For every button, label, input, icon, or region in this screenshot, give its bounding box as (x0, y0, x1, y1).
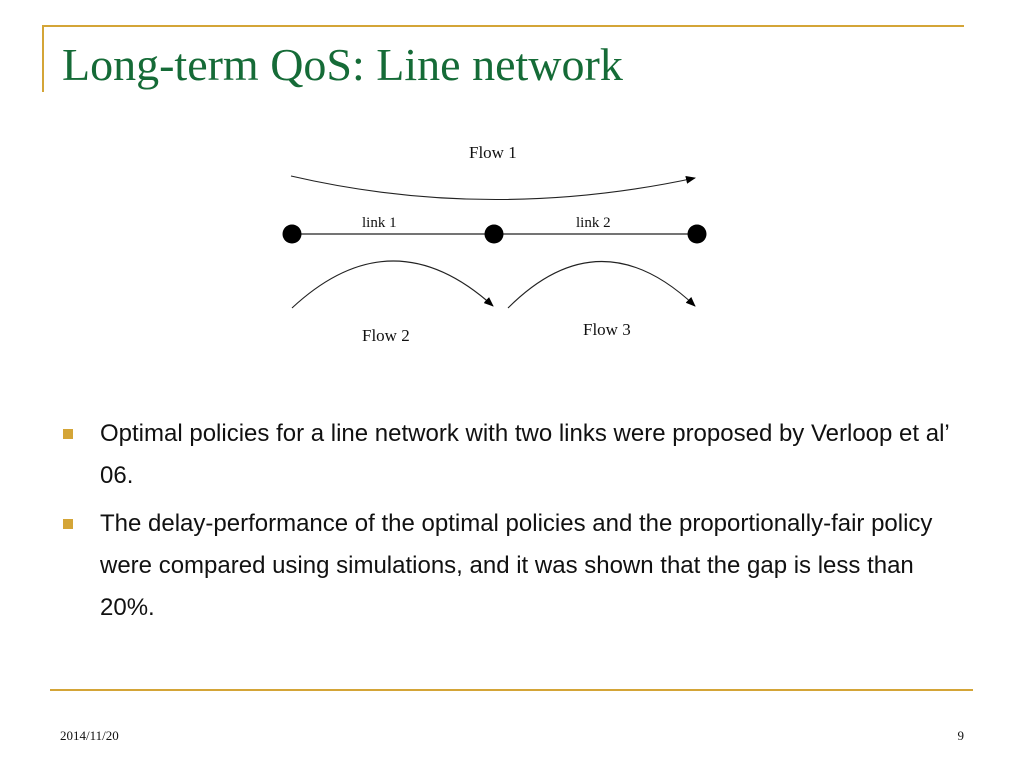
link-1-label: link 1 (362, 215, 397, 231)
flow-3-arrow (507, 260, 696, 309)
page-number: 9 (957, 728, 965, 743)
flow-1-label: Flow 1 (469, 143, 517, 162)
square-bullet-icon (63, 429, 73, 439)
flow-2-arrow (291, 260, 494, 309)
frame-top-rule (44, 25, 964, 27)
link-2-label: link 2 (576, 215, 611, 231)
footer-date: 2014/11/20 (60, 728, 119, 743)
bullet-text: The delay-performance of the optimal pol… (100, 510, 933, 621)
node-left (282, 224, 302, 244)
flow-2-label: Flow 2 (362, 326, 410, 345)
flow-1-arrow (290, 175, 696, 201)
slide-title: Long-term QoS: Line network (62, 39, 623, 90)
bullet-text: Optimal policies for a line network with… (100, 420, 949, 489)
node-right (687, 224, 707, 244)
square-bullet-icon (63, 519, 73, 529)
flow-3-label: Flow 3 (583, 320, 631, 339)
line-network-diagram: Flow 1 link 1 link 2 Flow 2 Flow 3 (282, 143, 707, 345)
bullet-item: The delay-performance of the optimal pol… (62, 503, 962, 629)
node-middle (484, 224, 504, 244)
bullet-list: Optimal policies for a line network with… (62, 413, 962, 635)
frame-left-rule (42, 25, 44, 92)
footer-rule (50, 689, 973, 691)
bullet-item: Optimal policies for a line network with… (62, 413, 962, 497)
